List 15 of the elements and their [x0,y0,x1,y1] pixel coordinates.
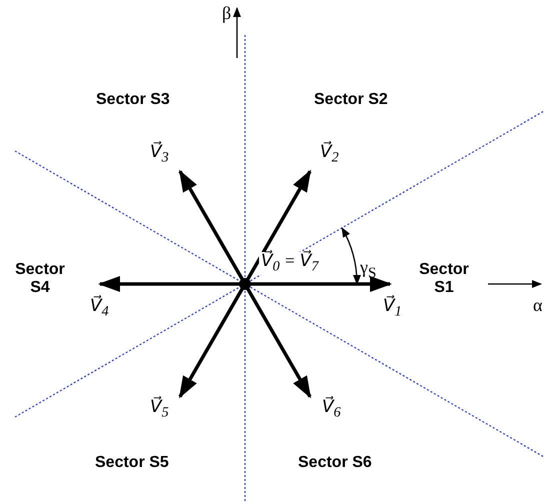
vector-label: V⃗$_{0}$ = V⃗$_{7}$ [259,252,320,275]
sector-label: Sector S4 [14,261,66,296]
axis-label: α [533,296,542,316]
vector-label: V⃗$_{6}$ [322,398,341,421]
sector-label: Sector S6 [298,454,372,472]
vector-label: V⃗$_{3}$ [150,143,169,166]
vector-label: V⃗$_{1}$ [383,297,402,320]
vector-label: V⃗$_{5}$ [150,398,169,421]
sector-label: Sector S5 [95,454,169,472]
sector-label: Sector S1 [418,261,470,296]
vector-label: V⃗$_{4}$ [90,297,109,320]
axis-label: β [222,4,232,24]
sector-label: Sector S2 [314,91,388,109]
sector-label: Sector S3 [96,91,170,109]
vector-label: V⃗$_{2}$ [320,143,339,166]
